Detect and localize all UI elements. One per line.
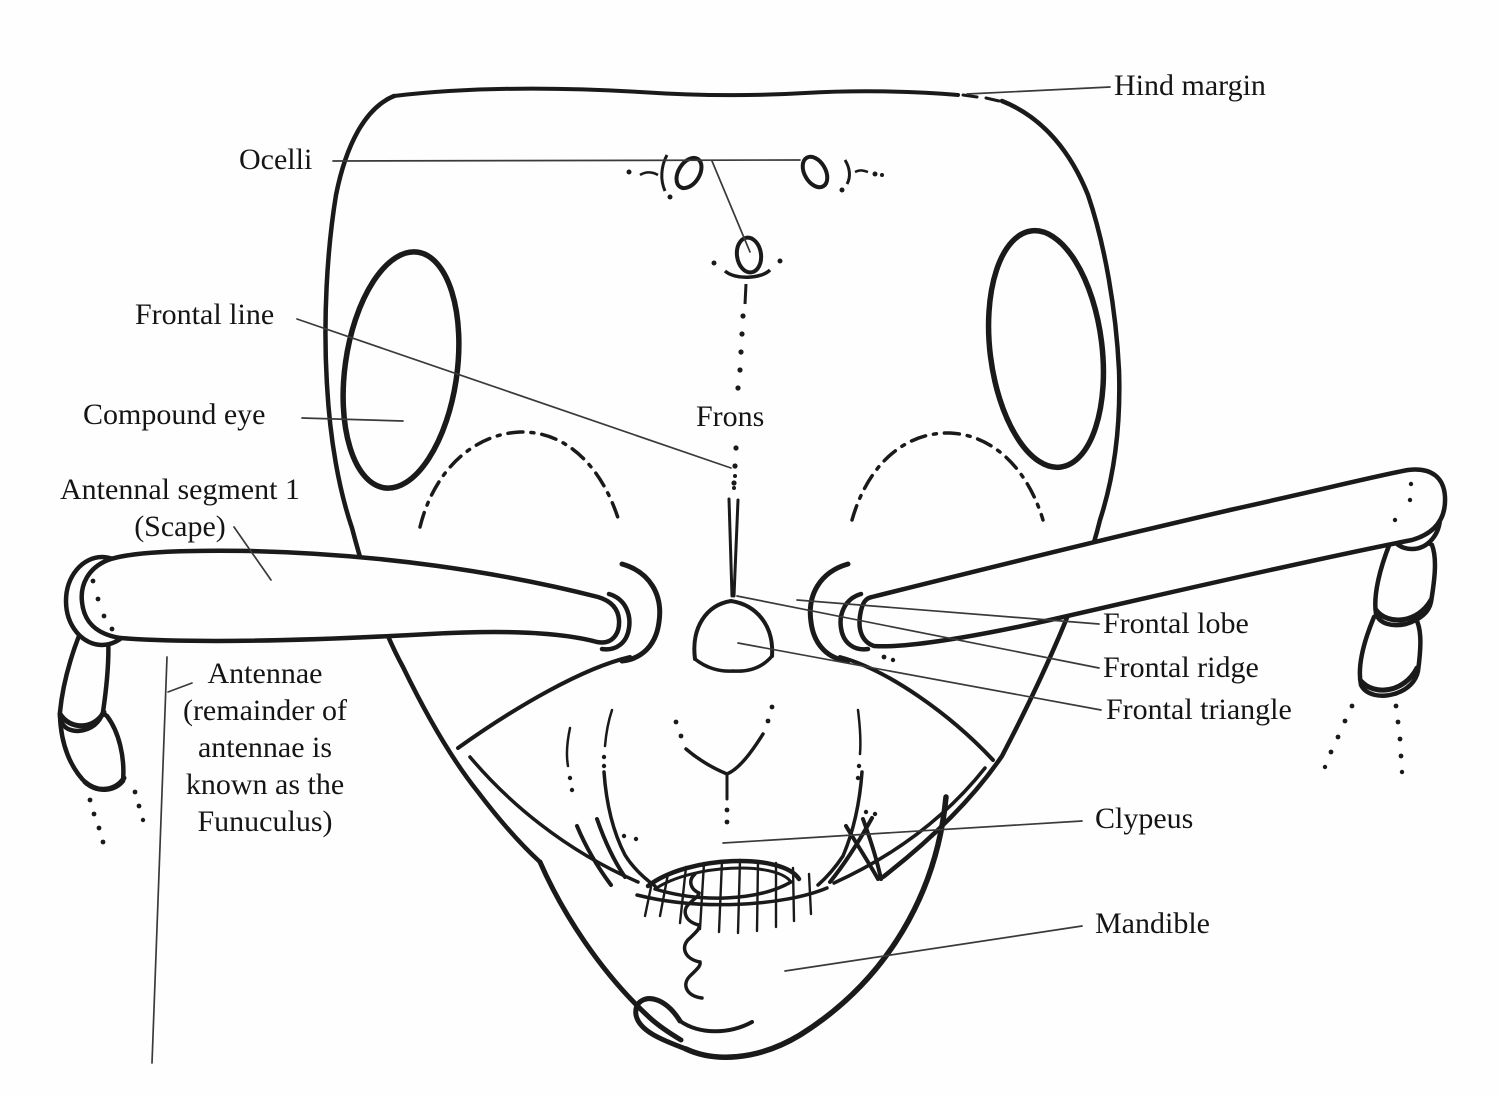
mandible-teeth — [682, 872, 704, 1000]
socket-cup-right — [838, 591, 871, 652]
leader-frontal-triangle — [737, 642, 1102, 711]
labrum-hatching — [643, 858, 813, 935]
compound-eyes — [340, 227, 1107, 491]
label-antennal-segment-1: Antennal segment 1 (Scape) — [40, 471, 320, 545]
frontal-lobe-left — [619, 561, 663, 664]
label-antennae: Antennae (remainder of antennae is known… — [140, 655, 390, 840]
leader-hind-margin — [966, 86, 1111, 95]
frontal-triangle-shape — [692, 598, 775, 661]
label-frontal-line: Frontal line — [135, 298, 275, 331]
scape-left — [79, 548, 622, 645]
compound-eye-left — [340, 249, 462, 491]
socket-cup-left — [599, 591, 632, 652]
label-frons: Frons — [696, 400, 765, 433]
label-antennal-segment-1-line1: Antennal segment 1 — [60, 473, 300, 506]
face-sutures — [456, 655, 995, 888]
label-antennae-line3: antennae is — [197, 731, 333, 764]
label-clypeus: Clypeus — [1095, 802, 1194, 835]
mouth-corner-dots — [621, 809, 878, 842]
antennal-fossa-arcs — [418, 430, 1045, 529]
scape-right-elbow-dots — [1392, 481, 1414, 523]
label-hind-margin: Hind margin — [1114, 69, 1266, 102]
scape-left-elbow-dots — [90, 578, 124, 641]
face-suture-dots — [567, 654, 896, 825]
label-antennae-line5: Funuculus) — [197, 805, 333, 838]
leader-ocelli-branch — [711, 160, 751, 253]
antennal-sockets — [599, 561, 871, 664]
leader-frontal-lobe — [796, 599, 1100, 625]
label-antennae-line1: Antennae — [207, 657, 323, 690]
head-outline — [323, 86, 1122, 880]
label-antennae-line4: known as the — [185, 768, 345, 801]
leader-ocelli — [332, 159, 801, 162]
leader-mandible — [784, 925, 1083, 972]
label-ocelli: Ocelli — [239, 143, 313, 176]
label-antennal-segment-1-line2: (Scape) — [134, 510, 226, 543]
leader-frontal-line — [296, 318, 732, 469]
label-frontal-ridge: Frontal ridge — [1103, 651, 1259, 684]
frontal-ridge-spike — [727, 497, 740, 598]
mandible-apex-hook — [633, 996, 689, 1052]
leader-antennae — [151, 656, 168, 1064]
funiculus-right-dots — [1322, 703, 1405, 775]
label-frontal-lobe: Frontal lobe — [1103, 607, 1249, 640]
ocelli-dots — [626, 169, 884, 266]
funiculus-left-dots — [87, 789, 146, 845]
mandibles — [537, 794, 949, 1060]
leader-clypeus — [722, 820, 1083, 844]
label-mandible: Mandible — [1095, 907, 1210, 940]
frontal-line-dots — [731, 313, 746, 490]
label-antennae-line2: (remainder of — [182, 694, 348, 727]
ocelli-group — [639, 154, 869, 305]
scape-right — [857, 467, 1448, 649]
leader-compound-eye — [301, 417, 404, 422]
mandible-left-edge — [537, 859, 684, 1043]
leader-antennae-tick — [167, 682, 193, 693]
leader-lines — [151, 86, 1111, 1064]
mouthparts — [575, 816, 883, 935]
funiculus-right-seg1 — [1373, 536, 1438, 628]
frontal-lobe-right — [807, 561, 851, 664]
label-compound-eye: Compound eye — [83, 398, 266, 431]
leader-antennal-segment-1 — [233, 526, 272, 581]
frontal-ridge-and-triangle — [692, 497, 775, 673]
leader-frontal-ridge — [736, 595, 1100, 669]
label-frontal-triangle: Frontal triangle — [1106, 693, 1292, 726]
antenna-right — [857, 467, 1448, 775]
mandible-blade — [683, 794, 949, 1060]
antenna-left — [57, 548, 622, 845]
compound-eye-right — [985, 227, 1107, 471]
